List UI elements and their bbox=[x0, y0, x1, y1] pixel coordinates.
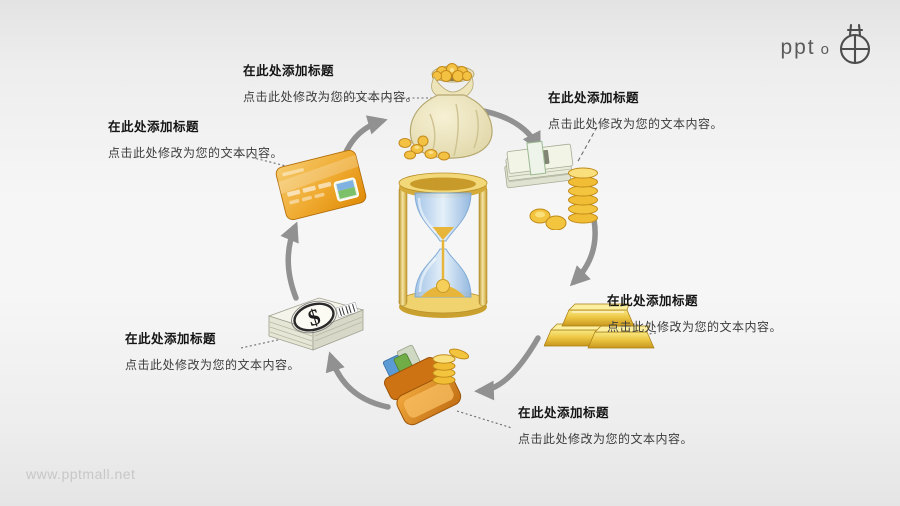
hourglass-icon bbox=[398, 172, 488, 318]
placeholder-body[interactable]: 点击此处修改为您的文本内容。 bbox=[243, 90, 419, 104]
placeholder-body[interactable]: 点击此处修改为您的文本内容。 bbox=[518, 432, 694, 446]
money-bag-icon bbox=[398, 63, 493, 161]
credit-card-icon bbox=[275, 149, 367, 221]
label-money-bag[interactable]: 在此处添加标题 点击此处修改为您的文本内容。 bbox=[243, 60, 418, 105]
placeholder-body[interactable]: 点击此处修改为您的文本内容。 bbox=[548, 117, 724, 131]
arrow-dollars-to-card bbox=[280, 221, 299, 301]
placeholder-title[interactable]: 在此处添加标题 bbox=[607, 294, 699, 308]
placeholder-title[interactable]: 在此处添加标题 bbox=[518, 406, 610, 420]
placeholder-body[interactable]: 点击此处修改为您的文本内容。 bbox=[607, 320, 783, 334]
placeholder-title[interactable]: 在此处添加标题 bbox=[108, 120, 200, 134]
arrow-cash-to-gold bbox=[569, 217, 598, 287]
placeholder-title[interactable]: 在此处添加标题 bbox=[548, 91, 640, 105]
dollar-stack-icon: $ bbox=[267, 297, 365, 351]
leader-dollar-stack bbox=[240, 331, 315, 349]
cash-coins-icon bbox=[504, 140, 598, 230]
label-dollar-stack[interactable]: 在此处添加标题 点击此处修改为您的文本内容。 bbox=[125, 328, 300, 373]
placeholder-body[interactable]: 点击此处修改为您的文本内容。 bbox=[108, 146, 284, 160]
gold-bars-icon bbox=[544, 303, 655, 349]
logo-wordmark: ppt bbox=[780, 36, 816, 59]
logo-ring: o bbox=[820, 40, 829, 58]
leader-wallet bbox=[456, 410, 513, 429]
pptmall-circle-icon bbox=[839, 23, 871, 65]
label-cash[interactable]: 在此处添加标题 点击此处修改为您的文本内容。 bbox=[548, 87, 723, 132]
arrow-wallet-to-dollars bbox=[325, 351, 391, 410]
watermark: www.pptmall.net bbox=[26, 466, 136, 482]
pptmall-logo: ppt o bbox=[780, 22, 878, 68]
label-credit-card[interactable]: 在此处添加标题 点击此处修改为您的文本内容。 bbox=[108, 116, 283, 161]
label-wallet[interactable]: 在此处添加标题 点击此处修改为您的文本内容。 bbox=[518, 402, 693, 447]
leader-credit-card bbox=[229, 151, 303, 171]
wallet-icon bbox=[382, 344, 470, 426]
placeholder-title[interactable]: 在此处添加标题 bbox=[125, 332, 217, 346]
placeholder-body[interactable]: 点击此处修改为您的文本内容。 bbox=[125, 358, 301, 372]
arrow-gold-to-wallet bbox=[474, 335, 541, 401]
placeholder-title[interactable]: 在此处添加标题 bbox=[243, 64, 335, 78]
label-gold-bars[interactable]: 在此处添加标题 点击此处修改为您的文本内容。 bbox=[607, 290, 782, 335]
